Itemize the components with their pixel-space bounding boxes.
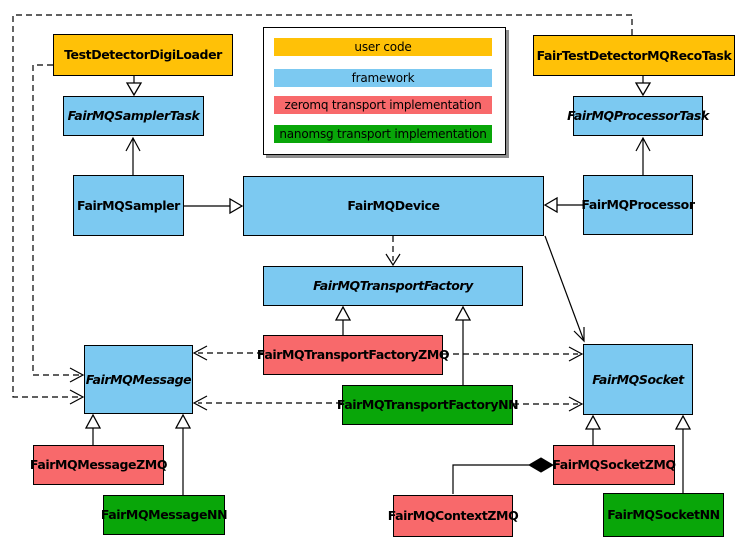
node-fairmqtransportfactorynn: FairMQTransportFactoryNN [337,385,519,425]
dependency-recotask-to-message [12,14,633,405]
dependency-factorynn-to-socket [513,396,584,412]
node-fairmqmessage: FairMQMessage [84,345,193,414]
legend-item-zeromq: zeromq transport implementation [274,96,492,114]
legend-item-framework: framework [274,69,492,87]
association-processor-to-processortask [635,136,651,175]
dependency-device-to-transportfactory [385,236,401,267]
node-fairmqsocket: FairMQSocket [583,344,693,415]
inheritance-sampler-to-device [184,197,244,215]
node-fairmqtransportfactory: FairMQTransportFactory [263,266,523,306]
inheritance-recotask-to-processortask [634,76,652,97]
inheritance-messagenn-to-message [174,413,192,495]
inheritance-socketzmq-to-socket [584,414,602,445]
inheritance-messagezmq-to-message [84,413,102,445]
node-fairmqsocketnn: FairMQSocketNN [603,493,724,537]
composition-contextzmq-to-socketzmq [452,457,554,494]
node-fairmqsamplertask: FairMQSamplerTask [63,96,204,136]
legend-item-nanomsg: nanomsg transport implementation [274,125,492,143]
node-testdetectordigiloader: TestDetectorDigiLoader [53,34,233,76]
inheritance-factorynn-to-transportfactory [454,305,472,385]
node-fairmqprocessortask: FairMQProcessorTask [567,96,709,136]
dependency-factorynn-to-message [192,395,342,411]
inheritance-processor-to-device [543,196,583,214]
node-fairmqdevice: FairMQDevice [243,176,544,236]
node-fairmqprocessor: FairMQProcessor [581,175,695,235]
node-fairtestdetectormqrecotask: FairTestDetectorMQRecoTask [533,35,735,76]
inheritance-digiloader-to-samplertask [125,76,143,97]
inheritance-factoryzmq-to-transportfactory [334,305,352,335]
node-fairmqsocketzmq: FairMQSocketZMQ [552,445,676,485]
node-fairmqcontextzmq: FairMQContextZMQ [388,495,519,537]
node-fairmqsampler: FairMQSampler [73,175,184,236]
node-fairmqmessagenn: FairMQMessageNN [101,495,228,535]
dependency-factoryzmq-to-socket [443,346,584,362]
node-fairmqmessagezmq: FairMQMessageZMQ [30,445,167,485]
inheritance-socketnn-to-socket [674,414,692,493]
dependency-factoryzmq-to-message [192,345,263,361]
legend-box: user code framework zeromq transport imp… [263,27,506,155]
dependency-digiloader-to-message [32,64,85,383]
association-sampler-to-samplertask [125,136,141,175]
node-fairmqtransportfactoryzmq: FairMQTransportFactoryZMQ [257,335,449,375]
legend-item-user-code: user code [274,38,492,56]
association-device-to-socket [544,235,585,343]
